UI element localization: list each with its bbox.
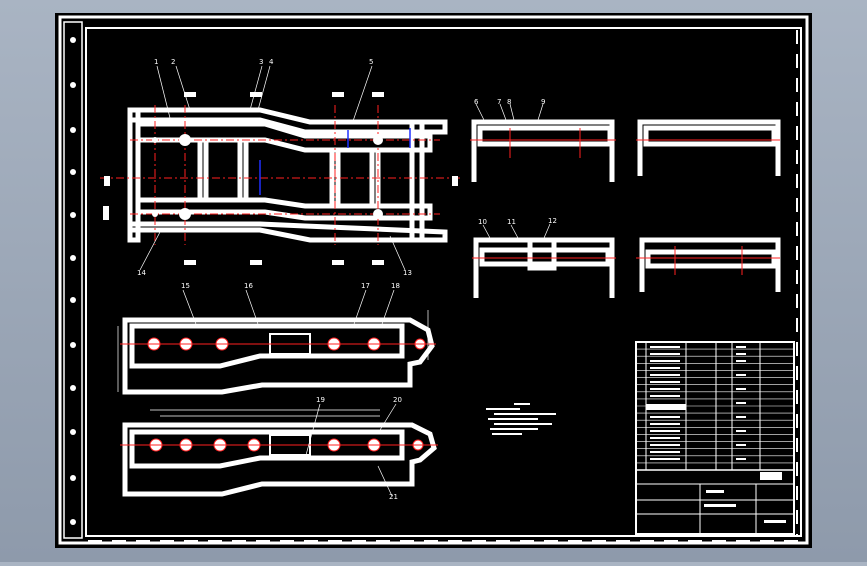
binding-strip [63, 21, 83, 539]
plan-hidden-lines [259, 128, 411, 195]
technical-notes [486, 403, 556, 435]
callout-17: 17 [361, 282, 370, 290]
callout-12: 12 [548, 217, 557, 225]
section-leaders [475, 103, 551, 239]
callout-16: 16 [244, 282, 253, 290]
callout-19: 19 [316, 396, 325, 404]
section-markers [103, 92, 458, 265]
callout-10: 10 [478, 218, 487, 226]
plan-holes [152, 134, 383, 220]
elevation-dimensions [117, 310, 429, 417]
outer-border [58, 15, 809, 545]
callout-21: 21 [389, 493, 398, 501]
elevation-2 [122, 422, 437, 497]
callout-8: 8 [507, 98, 512, 106]
callout-3: 3 [259, 58, 264, 66]
callout-5: 5 [369, 58, 374, 66]
callout-2: 2 [171, 58, 176, 66]
callout-9: 9 [541, 98, 546, 106]
bom-row-lines [636, 348, 794, 464]
elevation-leaders [182, 289, 397, 497]
callout-18: 18 [391, 282, 400, 290]
callout-4: 4 [269, 58, 274, 66]
elevation-1 [122, 317, 435, 395]
callout-11: 11 [507, 218, 516, 226]
callout-13: 13 [403, 269, 412, 277]
elevation-centerlines [120, 343, 438, 446]
bom-text [646, 346, 786, 523]
callout-15: 15 [181, 282, 190, 290]
callout-20: 20 [393, 396, 402, 404]
section-centerlines [470, 128, 780, 275]
binding-marks [70, 37, 76, 525]
plan-leaders [139, 65, 406, 271]
callout-6: 6 [474, 98, 479, 106]
callout-1: 1 [154, 58, 159, 66]
callout-7: 7 [497, 98, 502, 106]
callout-14: 14 [137, 269, 146, 277]
section-views [471, 119, 781, 298]
inner-border [85, 27, 802, 537]
